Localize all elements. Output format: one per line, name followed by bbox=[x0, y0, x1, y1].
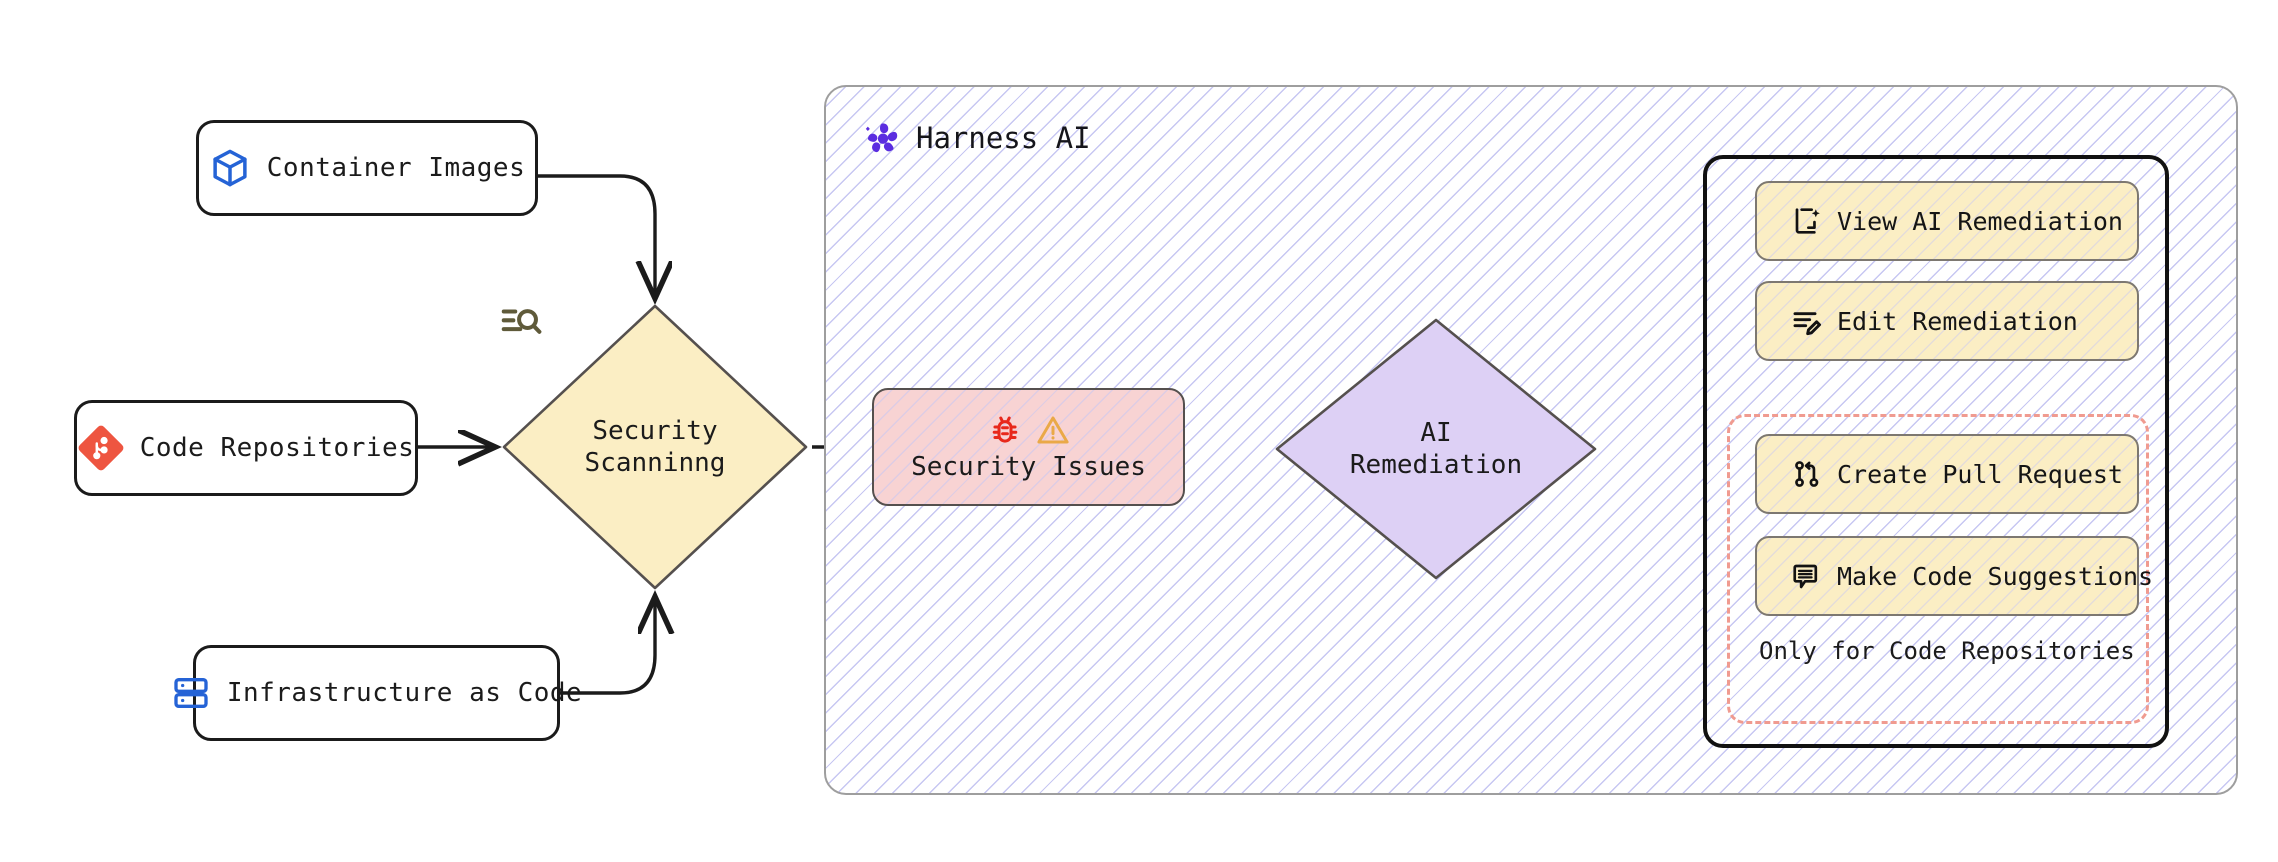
harness-flower-icon bbox=[865, 123, 898, 153]
source-label-code-repositories: Code Repositories bbox=[139, 433, 415, 463]
security-scanning-shape bbox=[502, 304, 808, 590]
pull-request-icon bbox=[1795, 461, 1819, 487]
ai-remediation-node[interactable]: AI Remediation bbox=[1272, 315, 1600, 583]
edge-container-to-scanning bbox=[538, 174, 655, 295]
cube-icon bbox=[213, 149, 247, 187]
lines-pencil-icon bbox=[1793, 312, 1821, 336]
source-label-container-images: Container Images bbox=[266, 153, 526, 183]
source-label-infrastructure-as-code: Infrastructure as Code bbox=[226, 678, 583, 708]
action-button-make-code-suggestions[interactable]: Make Code Suggestions bbox=[1755, 536, 2153, 616]
action-label-view-ai-remediation: View AI Remediation bbox=[1837, 206, 2123, 236]
bug-icon bbox=[992, 416, 1017, 443]
harness-ai-title: Harness AI bbox=[862, 118, 1091, 158]
source-node-code-repositories[interactable]: Code Repositories bbox=[74, 400, 418, 496]
action-label-edit-remediation: Edit Remediation bbox=[1837, 306, 2078, 336]
action-button-view-ai-remediation[interactable]: View AI Remediation bbox=[1755, 181, 2139, 261]
source-node-container-images[interactable]: Container Images bbox=[196, 120, 538, 216]
security-issues-label: Security Issues bbox=[911, 452, 1146, 482]
code-repo-only-caption: Only for Code Repositories bbox=[1759, 637, 2135, 665]
harness-ai-title-text: Harness AI bbox=[916, 121, 1091, 155]
ai-remediation-shape bbox=[1275, 318, 1597, 580]
action-button-create-pull-request[interactable]: Create Pull Request bbox=[1755, 434, 2139, 514]
source-node-infrastructure-as-code[interactable]: Infrastructure as Code bbox=[174, 645, 582, 741]
action-label-make-code-suggestions: Make Code Suggestions bbox=[1837, 561, 2154, 591]
document-sparkle-icon bbox=[1795, 208, 1820, 234]
comment-lines-icon bbox=[1793, 564, 1818, 589]
server-stack-icon bbox=[174, 678, 208, 708]
action-label-create-pull-request: Create Pull Request bbox=[1837, 459, 2123, 489]
security-issues-icons bbox=[987, 412, 1071, 448]
warning-triangle-icon bbox=[1036, 416, 1069, 444]
security-scanning-node[interactable]: Security Scanninng bbox=[498, 300, 812, 594]
ai-actions-panel: View AI Remediation Edit Remediation Cre… bbox=[1703, 155, 2169, 748]
git-icon bbox=[78, 425, 124, 471]
code-repo-only-region bbox=[1727, 414, 2149, 724]
action-button-edit-remediation[interactable]: Edit Remediation bbox=[1755, 281, 2139, 361]
security-issues-node[interactable]: Security Issues bbox=[872, 388, 1185, 506]
